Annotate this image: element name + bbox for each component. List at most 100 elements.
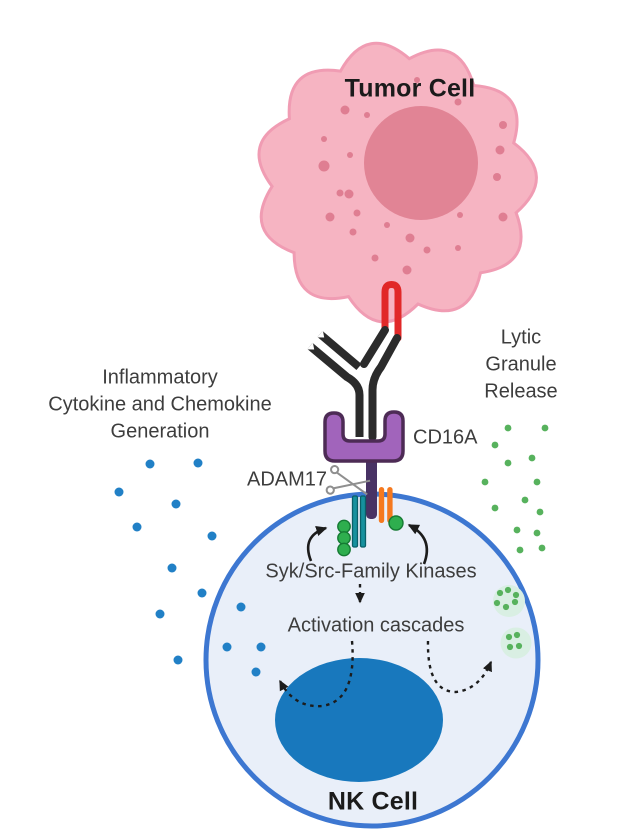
inflammatory-label-line3: Generation bbox=[110, 420, 210, 443]
vesicle-granule-dot bbox=[515, 642, 523, 650]
cytokine-dot bbox=[155, 609, 165, 619]
lytic-granule-vesicles bbox=[493, 585, 532, 659]
cytokine-dot bbox=[207, 531, 217, 541]
vesicle-granule-dot bbox=[496, 589, 504, 597]
vesicle-granule-dot bbox=[502, 603, 510, 611]
orange-signaling-chain bbox=[378, 487, 385, 523]
vesicle-granule-dot bbox=[506, 643, 514, 651]
arrow-kinase-right bbox=[407, 523, 429, 565]
tumor-speckle bbox=[414, 77, 420, 83]
tumor-speckle bbox=[495, 145, 505, 155]
nk-cell bbox=[203, 491, 541, 829]
antibody bbox=[307, 326, 401, 441]
released-granule-dots bbox=[481, 424, 549, 554]
tumor-speckle bbox=[318, 160, 330, 172]
vesicle-granule-dot bbox=[513, 631, 521, 639]
tumor-speckle bbox=[454, 98, 462, 106]
arrow-kinase-left bbox=[306, 525, 328, 562]
cytokine-dot bbox=[197, 588, 207, 598]
cd16a-stalk bbox=[366, 455, 377, 519]
tumor-speckle bbox=[402, 265, 412, 275]
vesicle-granule-dot bbox=[505, 633, 513, 641]
lytic-label-line3: Release bbox=[484, 380, 558, 403]
granule-dot bbox=[491, 441, 499, 449]
granule-dot bbox=[533, 529, 541, 537]
arrow-cascades-to-granules bbox=[426, 640, 493, 694]
inflammatory-label-line2: Cytokine and Chemokine bbox=[48, 393, 272, 416]
tumor-speckle bbox=[353, 209, 361, 217]
tumor-speckle bbox=[457, 212, 463, 218]
tumor-cell bbox=[257, 41, 538, 324]
antibody-left-arm-inner bbox=[307, 342, 364, 437]
tumor-speckle bbox=[498, 212, 508, 222]
antibody-left-arm-outer bbox=[317, 330, 362, 371]
phospho-site bbox=[337, 542, 351, 557]
scissors-icon bbox=[325, 464, 371, 496]
granule-dot bbox=[491, 504, 499, 512]
granule-dot bbox=[528, 454, 536, 462]
orange-signaling-chain bbox=[387, 487, 393, 523]
lytic-label-line2: Granule bbox=[485, 353, 557, 376]
phospho-site bbox=[388, 515, 404, 531]
antibody-right-arm-inner bbox=[368, 334, 401, 441]
vesicle-granule-dot bbox=[512, 591, 520, 599]
tumor-cell-label: Tumor Cell bbox=[344, 74, 476, 103]
granule-dot bbox=[481, 478, 489, 486]
teal-signaling-chain bbox=[359, 495, 367, 548]
lytic-granule-release-label: Lytic Granule Release bbox=[484, 325, 557, 406]
inflammatory-label-line1: Inflammatory bbox=[102, 366, 218, 389]
cytokine-dot bbox=[236, 602, 246, 612]
adapter-chains bbox=[351, 487, 393, 548]
tumor-speckle bbox=[384, 222, 390, 228]
cytokine-dot bbox=[251, 667, 261, 677]
granule-dot bbox=[536, 508, 544, 516]
cd16a-receptor bbox=[323, 410, 405, 519]
nk-cell-label: NK Cell bbox=[327, 787, 419, 816]
cytokine-dot bbox=[222, 642, 232, 652]
tumor-speckle bbox=[336, 189, 344, 197]
inflammatory-label: Inflammatory Cytokine and Chemokine Gene… bbox=[48, 365, 271, 446]
cytokine-dot bbox=[167, 563, 177, 573]
cytokine-dot bbox=[173, 655, 183, 665]
tumor-speckle bbox=[325, 212, 335, 222]
tumor-speckle bbox=[423, 246, 431, 254]
cd16a-label: CD16A bbox=[413, 426, 478, 449]
vesicle-granule-dot bbox=[493, 599, 501, 607]
cytokine-dots bbox=[114, 458, 266, 677]
kinase-arrows bbox=[306, 523, 429, 565]
cytokine-dot bbox=[114, 487, 124, 497]
tumor-speckle bbox=[340, 105, 350, 115]
vesicle-granule-dot bbox=[504, 586, 512, 594]
tumor-cell-speckles bbox=[318, 77, 508, 275]
lytic-label-line1: Lytic bbox=[500, 326, 542, 349]
cytokine-dot bbox=[171, 499, 181, 509]
cytokine-dot bbox=[193, 458, 203, 468]
cytokine-dot bbox=[145, 459, 155, 469]
tumor-speckle bbox=[371, 254, 379, 262]
antibody-right-arm-outer bbox=[360, 326, 389, 368]
granule-dot bbox=[521, 496, 529, 504]
granule-dot bbox=[516, 546, 524, 554]
adam17-label: ADAM17 bbox=[246, 468, 328, 491]
antibody-fab-fork-notches bbox=[307, 330, 325, 350]
phospho-sites bbox=[337, 515, 404, 557]
granule-dot bbox=[504, 424, 512, 432]
arrow-cascades-to-cytokines bbox=[278, 640, 354, 708]
tumor-speckle bbox=[321, 136, 327, 142]
vesicle-granule-dot bbox=[511, 598, 519, 606]
tumor-cell-nucleus bbox=[364, 106, 478, 220]
activation-cascades-label: Activation cascades bbox=[287, 614, 465, 637]
granule-dot bbox=[513, 526, 521, 534]
nk-cell-nucleus bbox=[275, 658, 443, 782]
tumor-speckle bbox=[455, 245, 461, 251]
phospho-site bbox=[337, 519, 351, 534]
tumor-speckle bbox=[364, 112, 370, 118]
cd16a-binding-pocket bbox=[323, 410, 405, 463]
granule-dot bbox=[533, 478, 541, 486]
tumor-speckle bbox=[499, 121, 507, 129]
teal-signaling-chain bbox=[351, 495, 359, 548]
granule-dot bbox=[541, 424, 549, 432]
phospho-site bbox=[337, 531, 351, 545]
